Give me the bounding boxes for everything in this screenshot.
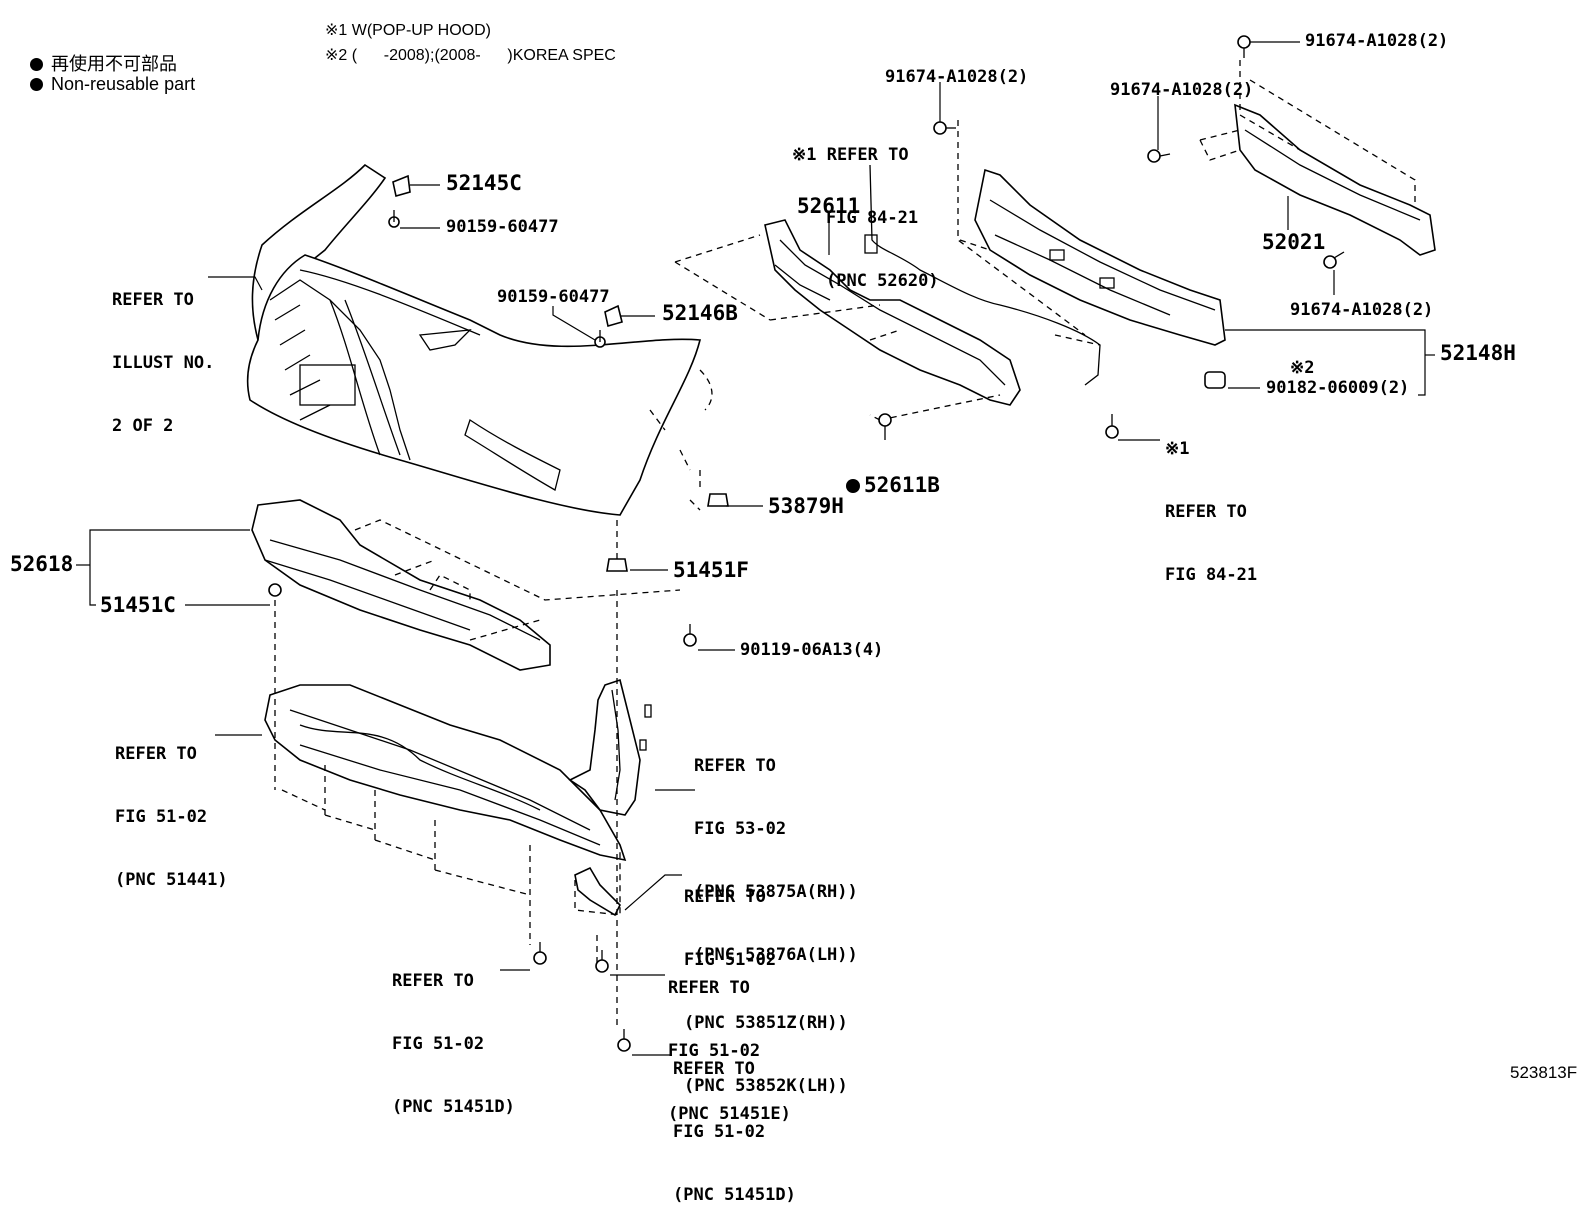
legend-jp-text: 再使用不可部品 — [51, 54, 177, 74]
refer-illust-2of2[interactable]: REFER TO ILLUST NO. 2 OF 2 — [112, 248, 214, 458]
bumper-absorber-52148H — [974, 168, 1226, 346]
legend-en: Non-reusable part — [30, 74, 195, 95]
part-52611[interactable]: 52611 — [797, 194, 861, 218]
refer-line: (PNC 51451D) — [673, 1185, 796, 1205]
refer-line: REFER TO — [684, 887, 766, 907]
part-52148H[interactable]: 52148H — [1440, 341, 1516, 365]
bumper-side-bracket-52611 — [764, 219, 1021, 406]
refer-fig-51-02-pnc-53851Z[interactable]: REFER TO FIG 51-02 (PNC 53851Z(RH)) (PNC… — [684, 845, 848, 1118]
refer-line: FIG 51-02 — [392, 1034, 485, 1054]
part-52145C[interactable]: 52145C — [446, 171, 522, 195]
part-91674-A1028-left[interactable]: 91674-A1028(2) — [1110, 80, 1254, 100]
part-53879H[interactable]: 53879H — [768, 494, 844, 518]
refer-fig-84-21-pnc-52620[interactable]: ※1 REFER TO FIG 84-21 (PNC 52620) — [792, 103, 939, 313]
fender-liner — [568, 678, 652, 816]
legend-jp: 再使用不可部品 — [30, 50, 177, 76]
refer-line: FIG 51-02 — [115, 807, 208, 827]
part-90159-60477-b[interactable]: 90159-60477 — [497, 287, 610, 307]
lower-spoiler-52618 — [251, 499, 551, 671]
refer-line: (PNC 53875A(RH)) — [694, 882, 858, 902]
refer-line: REFER TO — [694, 756, 776, 776]
nut-90182 — [1204, 371, 1226, 389]
refer-line: REFER TO — [673, 1059, 755, 1079]
refer-line: FIG 84-21 — [826, 208, 919, 228]
refer-line: ※1 REFER TO — [792, 145, 909, 165]
part-52021[interactable]: 52021 — [1262, 230, 1326, 254]
legend-dot-icon — [30, 58, 43, 71]
part-90182-06009[interactable]: 90182-06009(2) — [1266, 378, 1410, 398]
clip-52146B — [594, 304, 623, 348]
mark-note2: ※2 — [1290, 358, 1315, 378]
part-52618[interactable]: 52618 — [10, 552, 74, 576]
refer-line: (PNC 53852K(LH)) — [684, 1076, 848, 1096]
refer-line: REFER TO — [115, 744, 197, 764]
refer-line: REFER TO — [668, 978, 750, 998]
legend-dot-icon — [30, 78, 43, 91]
leader-lines — [76, 41, 1435, 1056]
refer-line: (PNC 51451D) — [392, 1097, 515, 1117]
bracket-53851Z — [574, 866, 621, 917]
part-51451F[interactable]: 51451F — [673, 558, 749, 582]
part-90119-06A13[interactable]: 90119-06A13(4) — [740, 640, 884, 660]
clip-52145C — [388, 174, 411, 228]
refer-fig-51-02-pnc-51441[interactable]: REFER TO FIG 51-02 (PNC 51441) — [115, 702, 228, 912]
refer-line: REFER TO — [392, 971, 474, 991]
refer-line: ※1 — [1165, 439, 1190, 459]
refer-line: FIG 53-02 — [694, 819, 787, 839]
refer-line: FIG 51-02 — [673, 1122, 766, 1142]
refer-line: (PNC 53876A(LH)) — [694, 945, 858, 965]
refer-fig-51-02-pnc-51451D-left[interactable]: REFER TO FIG 51-02 (PNC 51451D) — [392, 929, 515, 1139]
refer-line: REFER TO — [1165, 502, 1247, 522]
refer-fig-84-21-bottom[interactable]: ※1 REFER TO FIG 84-21 — [1165, 397, 1257, 607]
engine-under-cover — [264, 684, 627, 862]
parts-diagram — [76, 35, 1436, 1056]
refer-fig-51-02-pnc-51451D-bottom[interactable]: REFER TO FIG 51-02 (PNC 51451D) — [673, 1017, 796, 1227]
note-popup-hood: ※1 W(POP-UP HOOD) — [325, 22, 492, 39]
bumper-reinforcement-52021 — [1234, 103, 1436, 256]
refer-line: FIG 51-02 — [668, 1041, 761, 1061]
refer-line: 2 OF 2 — [112, 416, 174, 436]
harness-52620 — [869, 164, 1101, 386]
refer-line: FIG 51-02 — [684, 950, 777, 970]
refer-line: FIG 84-21 — [1165, 565, 1258, 585]
part-51451C[interactable]: 51451C — [100, 593, 176, 617]
part-91674-A1028-top[interactable]: 91674-A1028(2) — [1305, 31, 1449, 51]
part-52146B[interactable]: 52146B — [662, 301, 738, 325]
refer-fig-53-02[interactable]: REFER TO FIG 53-02 (PNC 53875A(RH)) (PNC… — [694, 714, 858, 987]
part-52611B[interactable]: 52611B — [864, 473, 940, 497]
note-korea-spec: ※2 ( -2008);(2008- )KOREA SPEC — [325, 47, 616, 64]
bolts — [533, 35, 1345, 1052]
refer-line: (PNC 52620) — [826, 271, 939, 291]
refer-line: (PNC 51441) — [115, 870, 228, 890]
legend-en-text: Non-reusable part — [51, 74, 196, 94]
part-90159-60477-a[interactable]: 90159-60477 — [446, 217, 559, 237]
part-91674-A1028-center[interactable]: 91674-A1028(2) — [885, 67, 1029, 87]
non-reusable-dot — [846, 479, 860, 493]
part-91674-A1028-bottom[interactable]: 91674-A1028(2) — [1290, 300, 1434, 320]
refer-line: (PNC 53851Z(RH)) — [684, 1013, 848, 1033]
front-bumper-cover — [246, 163, 713, 516]
refer-line: REFER TO — [112, 290, 194, 310]
illustration-number: 523813F — [1510, 1063, 1578, 1082]
refer-line: ILLUST NO. — [112, 353, 215, 373]
